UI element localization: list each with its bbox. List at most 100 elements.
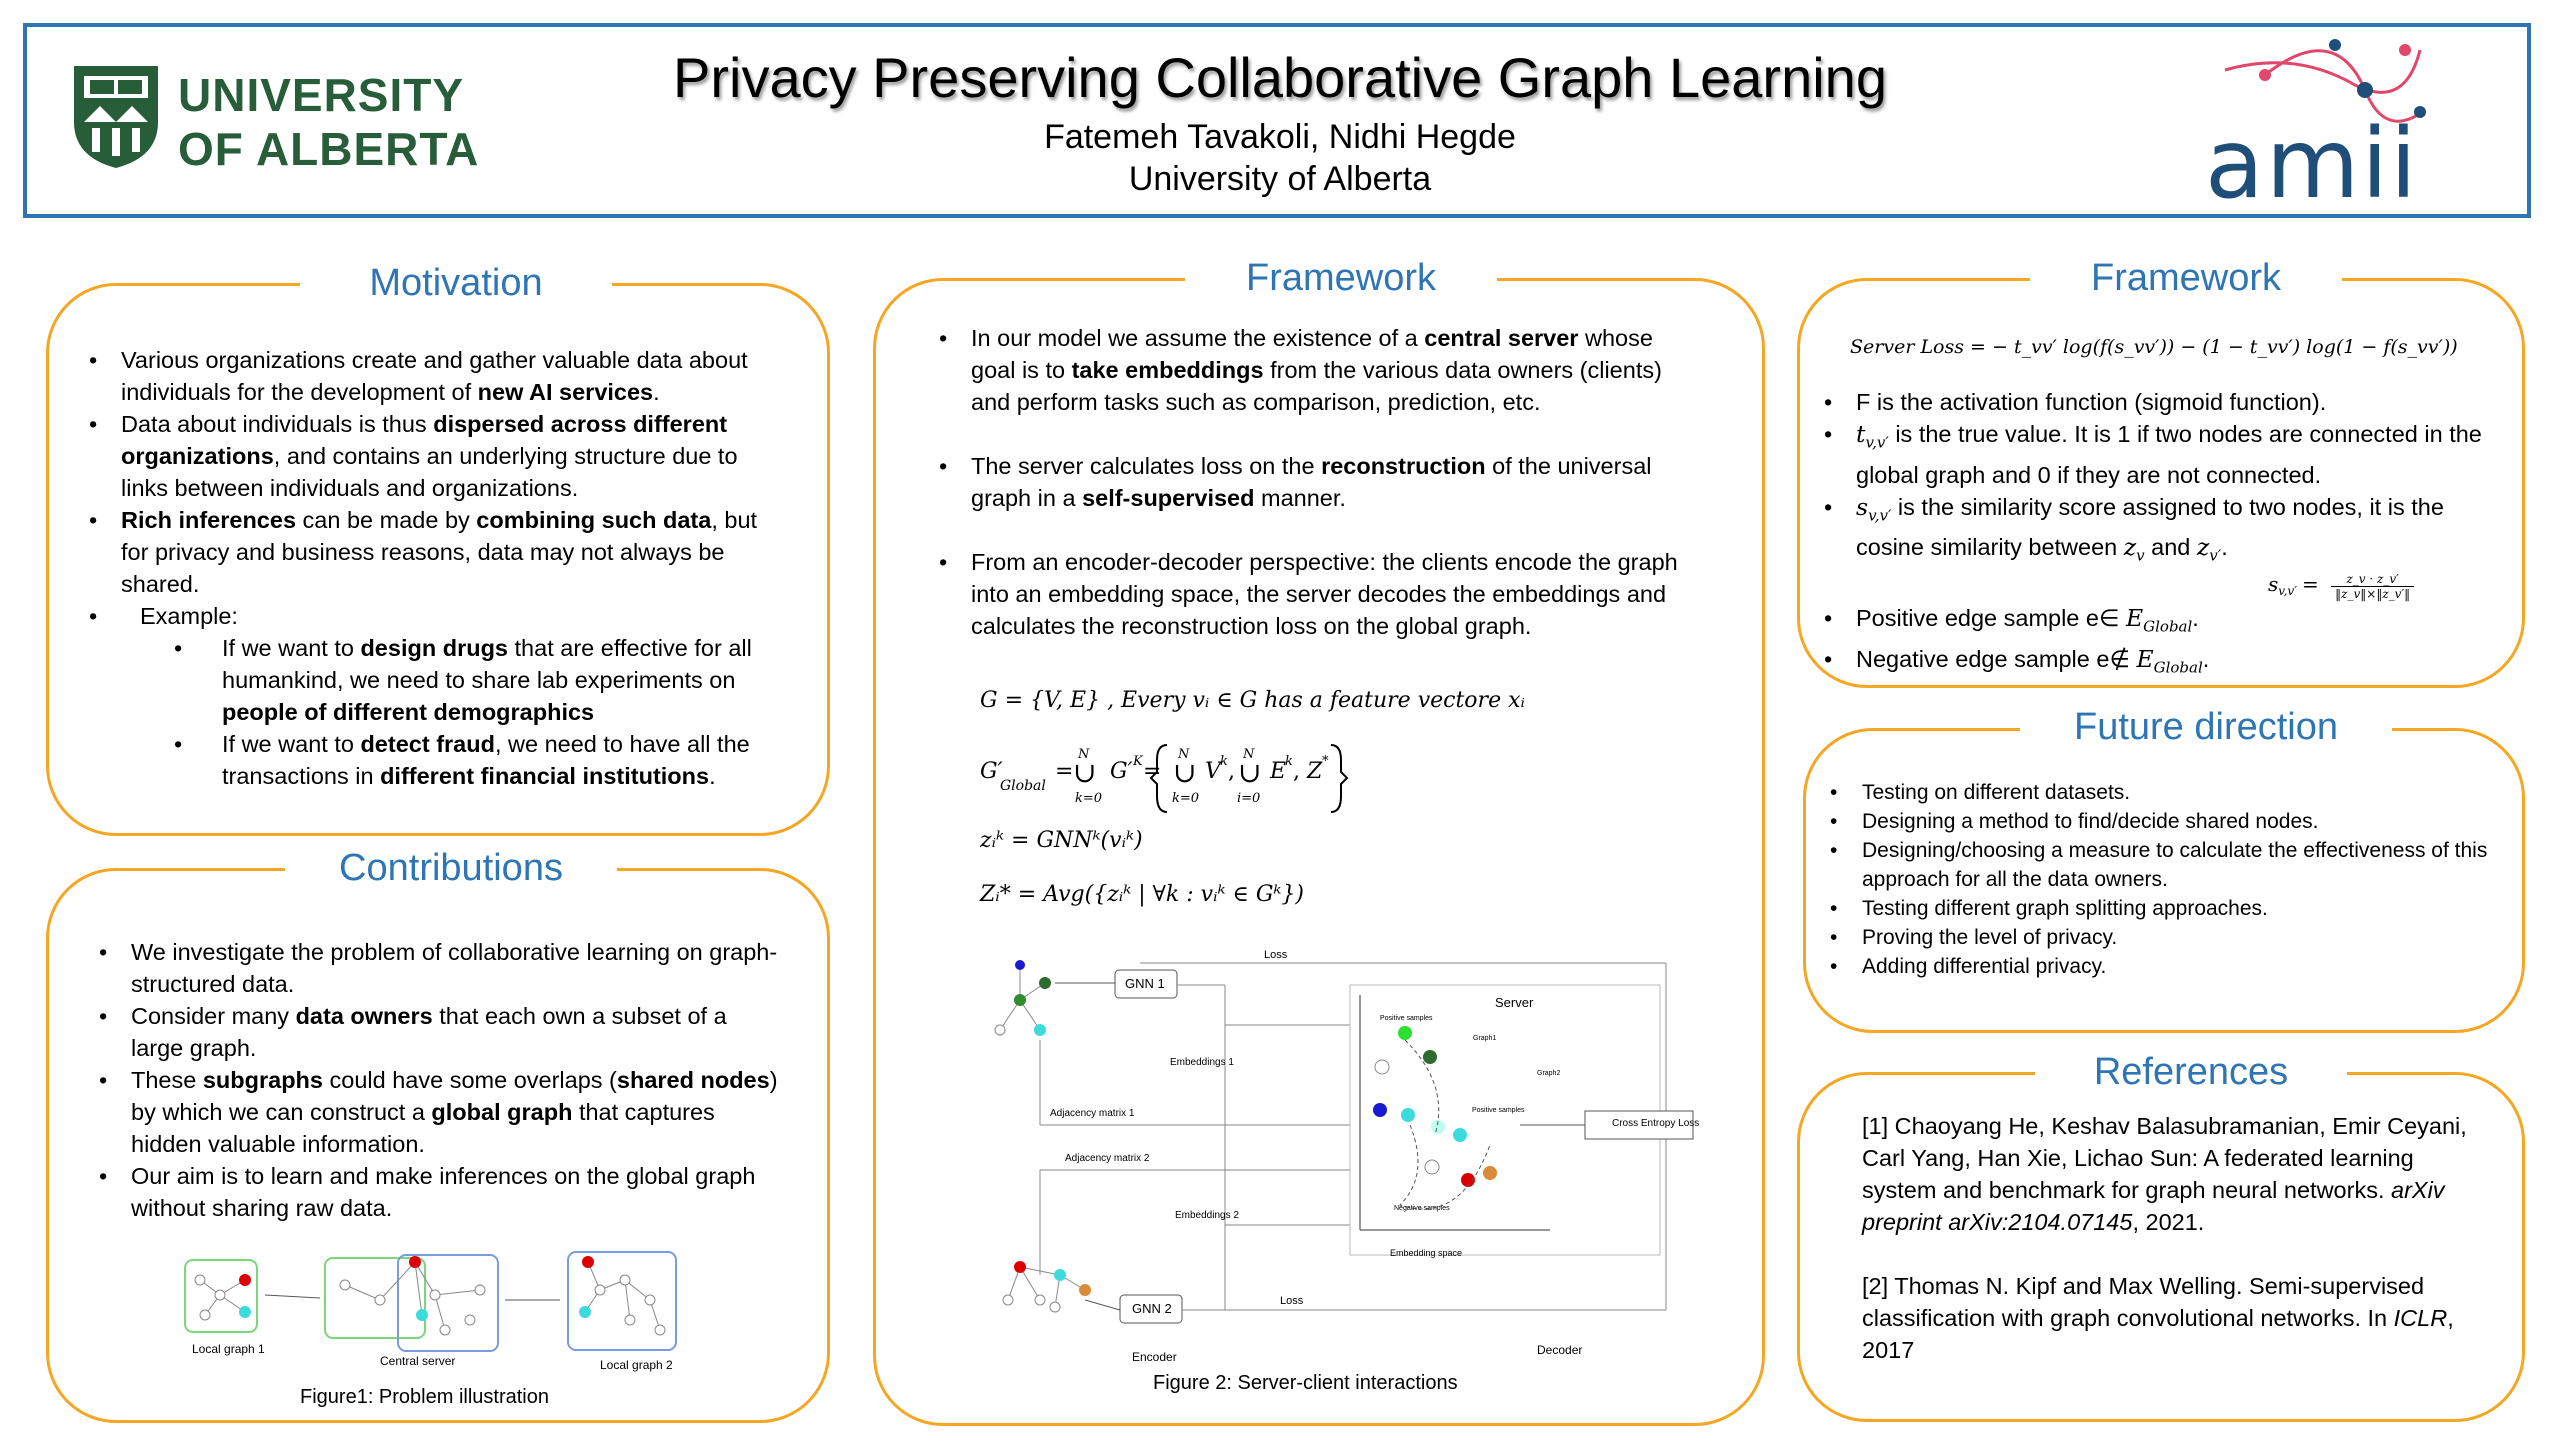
similarity-equation: sv,v′ = z_v · z_v′ ‖z_v‖×‖z_v′‖ — [2268, 572, 2415, 601]
fig1-label-central: Central server — [380, 1354, 456, 1368]
contributions-body: We investigate the problem of collaborat… — [95, 936, 785, 1224]
loss-top-label: Loss — [1264, 949, 1288, 961]
graph2-label: Graph2 — [1537, 1070, 1561, 1077]
adjacency2-label: Adjacency matrix 2 — [1065, 1153, 1150, 1164]
list-item: Designing/choosing a measure to calculat… — [1826, 836, 2506, 894]
list-item: Data about individuals is thus dispersed… — [85, 408, 785, 504]
references-body: [1] Chaoyang He, Keshav Balasubramanian,… — [1862, 1110, 2492, 1366]
list-item: If we want to design drugs that are effe… — [170, 632, 760, 728]
poster-title: Privacy Preserving Collaborative Graph L… — [673, 46, 1887, 109]
amii-network-icon — [2224, 39, 2426, 123]
list-item: tv,v′ is the true value. It is 1 if two … — [1820, 418, 2510, 491]
fig1-label-local2: Local graph 2 — [600, 1358, 673, 1372]
server-loss-equation: Server Loss = − t_vv′ log(f(s_vv′)) − (1… — [1850, 336, 2458, 358]
svg-text:*: * — [1322, 754, 1329, 769]
positive-samples-label-a: Positive samples — [1380, 1015, 1433, 1022]
svg-text:k=0: k=0 — [1075, 791, 1102, 806]
equation-graph-def: G = {V, E} , Every vᵢ ∈ G has a feature … — [980, 688, 1525, 713]
encoder-label: Encoder — [1132, 1350, 1177, 1364]
header-box — [23, 23, 2531, 218]
list-item: Example: — [85, 600, 785, 632]
list-item: sv,v′ is the similarity score assigned t… — [1820, 491, 2510, 572]
list-item: Rich inferences can be made by combining… — [85, 504, 785, 600]
svg-text:k: k — [1220, 754, 1228, 769]
svg-text:K: K — [1132, 754, 1144, 769]
affiliation: University of Alberta — [1128, 160, 1432, 198]
adjacency1-label: Adjacency matrix 1 — [1050, 1108, 1135, 1119]
svg-text:V: V — [1205, 759, 1223, 784]
positive-samples-label-b: Positive samples — [1472, 1107, 1525, 1114]
server-label: Server — [1495, 995, 1534, 1010]
list-item: From an encoder-decoder perspective: the… — [935, 546, 1695, 642]
list-item: F is the activation function (sigmoid fu… — [1820, 386, 2510, 418]
amii-wordmark: amii — [2205, 108, 2419, 220]
list-item: Our aim is to learn and make inferences … — [95, 1160, 785, 1224]
server-client-diagram: GNN 1 Loss Server Embeddings 1 Adjacency… — [980, 945, 1720, 1365]
svg-text:Global: Global — [1000, 778, 1046, 794]
svg-text:N: N — [1077, 747, 1090, 762]
future-body: Testing on different datasets. Designing… — [1826, 778, 2506, 981]
svg-text:∪: ∪ — [1238, 756, 1261, 789]
future-title: Future direction — [2020, 706, 2392, 749]
svg-text:,: , — [1293, 759, 1300, 784]
svg-text:∪: ∪ — [1173, 756, 1196, 789]
framework-middle-body: In our model we assume the existence of … — [935, 322, 1695, 642]
svg-text:N: N — [1242, 747, 1255, 762]
framework-title-right: Framework — [2030, 257, 2342, 300]
amii-logo: amii — [2205, 30, 2445, 220]
gnn1-box-label: GNN 1 — [1125, 976, 1165, 991]
svg-text:=: = — [1055, 759, 1073, 784]
problem-illustration-figure: Local graph 1 Central server Local graph… — [180, 1250, 700, 1385]
list-item: Testing different graph splitting approa… — [1826, 894, 2506, 923]
svg-text:i=0: i=0 — [1237, 791, 1260, 806]
reference-2: [2] Thomas N. Kipf and Max Welling. Semi… — [1862, 1273, 2454, 1363]
list-item: Positive edge sample e∈ EGlobal. — [1820, 602, 2510, 643]
cross-entropy-label: Cross Entropy Loss — [1612, 1118, 1700, 1129]
svg-text:k=0: k=0 — [1172, 791, 1199, 806]
embeddings1-label: Embeddings 1 — [1170, 1057, 1234, 1068]
svg-text:N: N — [1177, 747, 1190, 762]
embeddings2-label: Embeddings 2 — [1175, 1210, 1239, 1221]
framework-right-body: F is the activation function (sigmoid fu… — [1820, 386, 2510, 683]
list-item: Testing on different datasets. — [1826, 778, 2506, 807]
list-item: The server calculates loss on the recons… — [935, 450, 1695, 514]
svg-text:G′: G′ — [1110, 759, 1133, 784]
reference-1: [1] Chaoyang He, Keshav Balasubramanian,… — [1862, 1113, 2467, 1235]
list-item: Proving the level of privacy. — [1826, 923, 2506, 952]
svg-text:E: E — [1269, 759, 1286, 784]
list-item: Adding differential privacy. — [1826, 952, 2506, 981]
figure1-caption: Figure1: Problem illustration — [300, 1386, 549, 1408]
university-shield-icon — [70, 62, 162, 177]
motivation-title: Motivation — [300, 262, 612, 305]
equation-gnn: zᵢᵏ = GNNᵏ(vᵢᵏ) — [980, 828, 1143, 853]
svg-text:,: , — [1228, 759, 1235, 784]
svg-text:∪: ∪ — [1073, 756, 1096, 789]
authors: Fatemeh Tavakoli, Nidhi Hegde — [1044, 118, 1516, 156]
decoder-label: Decoder — [1537, 1343, 1583, 1357]
list-item: In our model we assume the existence of … — [935, 322, 1695, 418]
graph1-label: Graph1 — [1473, 1035, 1497, 1042]
svg-text:G′: G′ — [980, 759, 1003, 784]
loss-bottom-label: Loss — [1280, 1295, 1304, 1307]
list-item: Negative edge sample e∉ EGlobal. — [1820, 643, 2510, 684]
list-item: We investigate the problem of collaborat… — [95, 936, 785, 1000]
motivation-body: Various organizations create and gather … — [85, 344, 785, 792]
list-item: Consider many data owners that each own … — [95, 1000, 785, 1064]
figure2-caption: Figure 2: Server-client interactions — [1153, 1372, 1458, 1394]
gnn2-box-label: GNN 2 — [1132, 1301, 1172, 1316]
contributions-title: Contributions — [285, 847, 617, 890]
framework-title-middle: Framework — [1185, 257, 1497, 300]
negative-samples-label: Negative samples — [1394, 1205, 1450, 1212]
list-item: These subgraphs could have some overlaps… — [95, 1064, 785, 1160]
svg-text:k: k — [1285, 754, 1293, 769]
references-title: References — [2035, 1051, 2347, 1094]
university-logo-text: UNIVERSITY OF ALBERTA — [178, 69, 480, 175]
fig1-label-local1: Local graph 1 — [192, 1342, 265, 1356]
list-item: If we want to detect fraud, we need to h… — [170, 728, 760, 792]
equation-avg: Zᵢ* = Avg({zᵢᵏ | ∀k : vᵢᵏ ∈ Gᵏ}) — [980, 882, 1304, 907]
embedding-space-label: Embedding space — [1390, 1248, 1463, 1258]
list-item: Designing a method to find/decide shared… — [1826, 807, 2506, 836]
svg-text:Z: Z — [1306, 759, 1323, 784]
list-item: Various organizations create and gather … — [85, 344, 785, 408]
